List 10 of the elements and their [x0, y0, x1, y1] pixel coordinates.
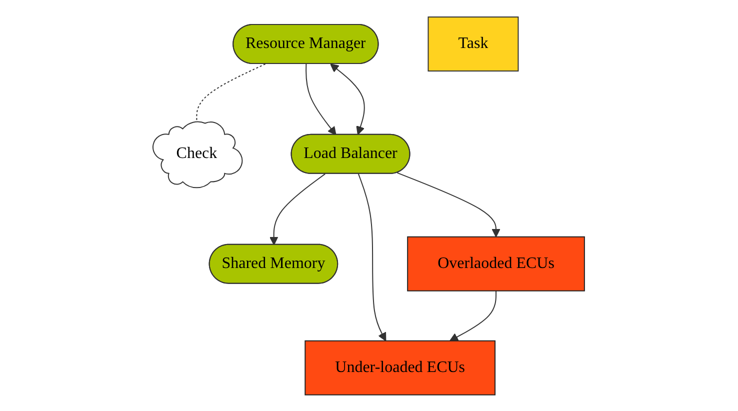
arrow — [330, 63, 366, 135]
arrow — [270, 173, 326, 245]
node-box: Overlaoded ECUs — [407, 236, 586, 291]
arrow — [450, 290, 497, 341]
arrow — [358, 173, 386, 341]
connector — [196, 63, 266, 122]
node-box: Under-loaded ECUs — [304, 340, 496, 395]
arrow — [397, 172, 501, 237]
arrow — [306, 63, 337, 135]
node-box: Task — [428, 16, 519, 72]
